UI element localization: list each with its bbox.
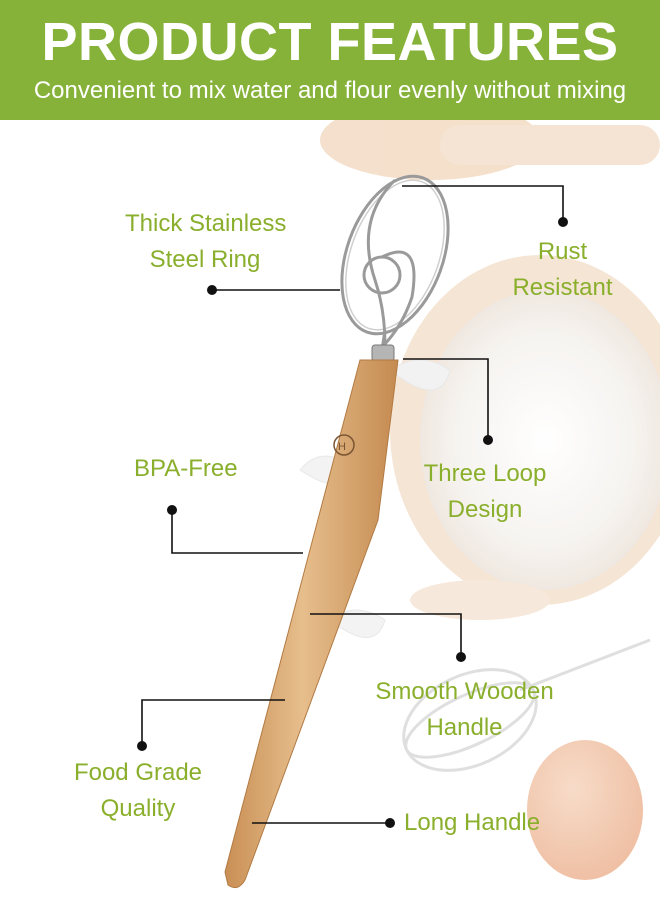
whisk-ferrule bbox=[371, 344, 395, 362]
feature-bpa-free: BPA-Free bbox=[134, 451, 238, 487]
line-three-loop bbox=[403, 358, 489, 440]
feature-label-line: Steel Ring bbox=[149, 246, 261, 273]
feature-label-line: Food Grade bbox=[73, 759, 203, 786]
feature-label-line: Design bbox=[447, 496, 523, 523]
feature-label-line: Three Loop bbox=[423, 460, 547, 487]
feature-label-line: Smooth Wooden bbox=[375, 678, 554, 705]
feature-long-handle: Long Handle bbox=[404, 805, 540, 841]
whisk-wire-head bbox=[340, 174, 450, 351]
line-smooth-handle bbox=[310, 613, 462, 657]
line-food-grade bbox=[141, 699, 285, 746]
header-banner: PRODUCT FEATURES Convenient to mix water… bbox=[0, 0, 660, 120]
feature-label-line: Handle bbox=[426, 714, 503, 741]
line-bpa bbox=[171, 510, 303, 554]
wooden-handle-icon bbox=[224, 359, 399, 889]
feature-rust-resistant: Rust Resistant bbox=[500, 234, 625, 306]
feature-label-line: Quality bbox=[100, 795, 176, 822]
page-subtitle: Convenient to mix water and flour evenly… bbox=[33, 77, 627, 104]
feature-three-loop: Three Loop Design bbox=[420, 456, 550, 528]
feature-food-grade: Food Grade Quality bbox=[72, 755, 204, 827]
feature-label-line: Rust bbox=[537, 238, 588, 265]
feature-smooth-handle: Smooth Wooden Handle bbox=[372, 674, 557, 746]
feature-label-line: Long Handle bbox=[404, 809, 541, 836]
page-title: PRODUCT FEATURES bbox=[41, 12, 619, 72]
brand-emblem-icon bbox=[333, 434, 355, 456]
feature-label-line: BPA-Free bbox=[134, 455, 238, 482]
callout-lines bbox=[141, 185, 564, 824]
background-scene bbox=[299, 100, 660, 880]
feature-steel-ring: Thick Stainless Steel Ring bbox=[125, 206, 287, 278]
callout-dots bbox=[137, 217, 568, 828]
feature-label-line: Thick Stainless bbox=[125, 210, 287, 237]
line-rust bbox=[402, 185, 564, 222]
feature-label-line: Resistant bbox=[512, 274, 613, 301]
svg-text:H: H bbox=[338, 441, 346, 453]
